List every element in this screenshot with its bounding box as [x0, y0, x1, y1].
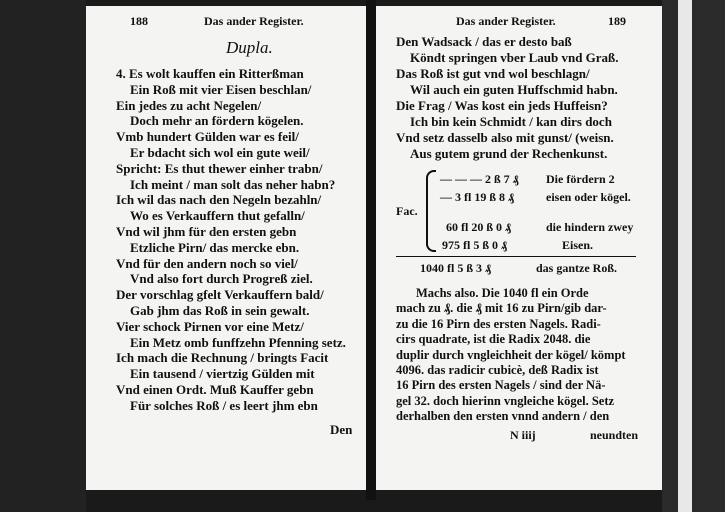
page-number: 188	[130, 14, 148, 28]
text-line: Ich wil das nach den Negeln bezahln/	[116, 192, 322, 208]
text-line: Wo es Verkauffern thut gefalln/	[130, 208, 305, 224]
table-row-value: 975 fl 5 ß 0 ₰	[442, 238, 508, 252]
running-head: Das ander Register.	[456, 14, 556, 28]
table-row-note: Eisen.	[562, 238, 594, 252]
page-number: 189	[608, 14, 626, 28]
text-line: Etzliche Pirn/ das mercke ebn.	[130, 239, 300, 255]
table-row-value: — 3 fl 19 ß 8 ₰	[440, 190, 515, 204]
table-row-value: — — — 2 ß 7 ₰	[440, 172, 519, 186]
text-line: Machs also. Die 1040 fl ein Orde	[416, 286, 589, 300]
text-line: Gab jhm das Roß in sein gewalt.	[130, 303, 310, 318]
book-edge-left	[0, 0, 86, 512]
text-line: Ich meint / man solt das neher habn?	[130, 176, 336, 192]
calculation-table: Fac. — — — 2 ß 7 ₰ Die fördern 2 — 3 fl …	[396, 166, 646, 278]
text-line: Vnd für den andern noch so viel/	[116, 255, 298, 271]
table-row-note: die hindern zwey	[546, 220, 634, 234]
text-line: Das Roß ist gut vnd wol beschlagn/	[396, 66, 590, 81]
table-total-note: das gantze Roß.	[536, 261, 618, 275]
text-line: Er bdacht sich wol ein gute weil/	[130, 145, 310, 160]
text-line: Für solches Roß / es leert jhm ebn	[130, 397, 318, 413]
text-line: Ein tausend / viertzig Gülden mit	[130, 366, 315, 382]
text-line: Vier schock Pirnen vor eine Metz/	[116, 318, 304, 334]
text-line: Die Frag / Was kost ein jeds Huffeisn?	[396, 98, 608, 113]
text-line: Doch mehr an fördern kögelen.	[130, 113, 304, 129]
text-line: cirs quadrate, ist die Radix 2048. die	[396, 332, 591, 347]
text-line: 16 Pirn des ersten Nagels / sind der Nä-	[396, 378, 606, 393]
text-line: Vnd also fort durch Progreß ziel.	[130, 271, 313, 287]
table-row-note: Die fördern 2	[546, 172, 615, 186]
gutter	[366, 0, 376, 500]
text-line: Ein jedes zu acht Negelen/	[116, 97, 262, 113]
book-edge-right	[662, 0, 725, 512]
left-page: 188 Das ander Register. Dupla. 4. Es wol…	[86, 6, 366, 490]
text-line: Wil auch ein guten Huffschmid habn.	[410, 82, 618, 97]
text-line: Ein Metz omb funffzehn Pfenning setz.	[130, 334, 346, 350]
text-line: Ich mach die Rechnung / bringts Facit	[116, 350, 329, 366]
brace-icon	[426, 170, 436, 252]
text-line: 4096. das radicir cubicè, deß Radix ist	[396, 363, 599, 377]
text-line: Vnd setz dasselb also mit gunst/ (weisn.	[396, 130, 614, 145]
text-line: duplir durch vngleichheit der kögel/ köm…	[396, 347, 626, 362]
text-line: derhalben den ersten vnnd andern / den	[396, 409, 610, 424]
section-title: Dupla.	[226, 38, 273, 57]
sum-rule	[396, 256, 636, 257]
table-row-note: eisen oder kögel.	[546, 190, 631, 204]
text-line: mach zu ₰. die ₰ mit 16 zu Pirn/gib dar-	[396, 301, 607, 316]
text-line: Aus gutem grund der Rechenkunst.	[410, 146, 608, 161]
text-line: 4. Es wolt kauffen ein Ritterßman	[116, 66, 304, 81]
text-line: Köndt springen vber Laub vnd Graß.	[410, 50, 619, 65]
text-line: Ein Roß mit vier Eisen beschlan/	[130, 81, 312, 97]
text-line: gel 32. doch hierinn vngleiche kögel. Se…	[396, 393, 615, 408]
text-line: Der vorschlag gfelt Verkauffern bald/	[116, 287, 324, 303]
catchword: neundten	[590, 428, 639, 442]
table-label: Fac.	[396, 204, 418, 218]
text-line: Vnd einen Ordt. Muß Kauffer gebn	[116, 382, 314, 397]
text-line: Vmb hundert Gülden war es feil/	[116, 129, 299, 145]
right-page: Das ander Register. 189 Den Wadsack / da…	[376, 6, 662, 490]
text-line: Den Wadsack / das er desto baß	[396, 34, 572, 49]
text-line: Ich bin kein Schmidt / kan dirs doch	[410, 114, 612, 129]
text-line: Vnd wil jhm für den ersten gebn	[116, 224, 297, 239]
running-head: Das ander Register.	[204, 14, 304, 28]
signature-mark: N iiij	[510, 428, 536, 442]
text-line: Spricht: Es thut thewer einher trabn/	[116, 160, 323, 176]
table-total: 1040 fl 5 ß 3 ₰	[420, 261, 492, 275]
catchword: Den	[330, 422, 353, 437]
text-line: zu die 16 Pirn des ersten Nagels. Radi-	[396, 316, 601, 331]
table-row-value: 60 fl 20 ß 0 ₰	[446, 220, 512, 234]
